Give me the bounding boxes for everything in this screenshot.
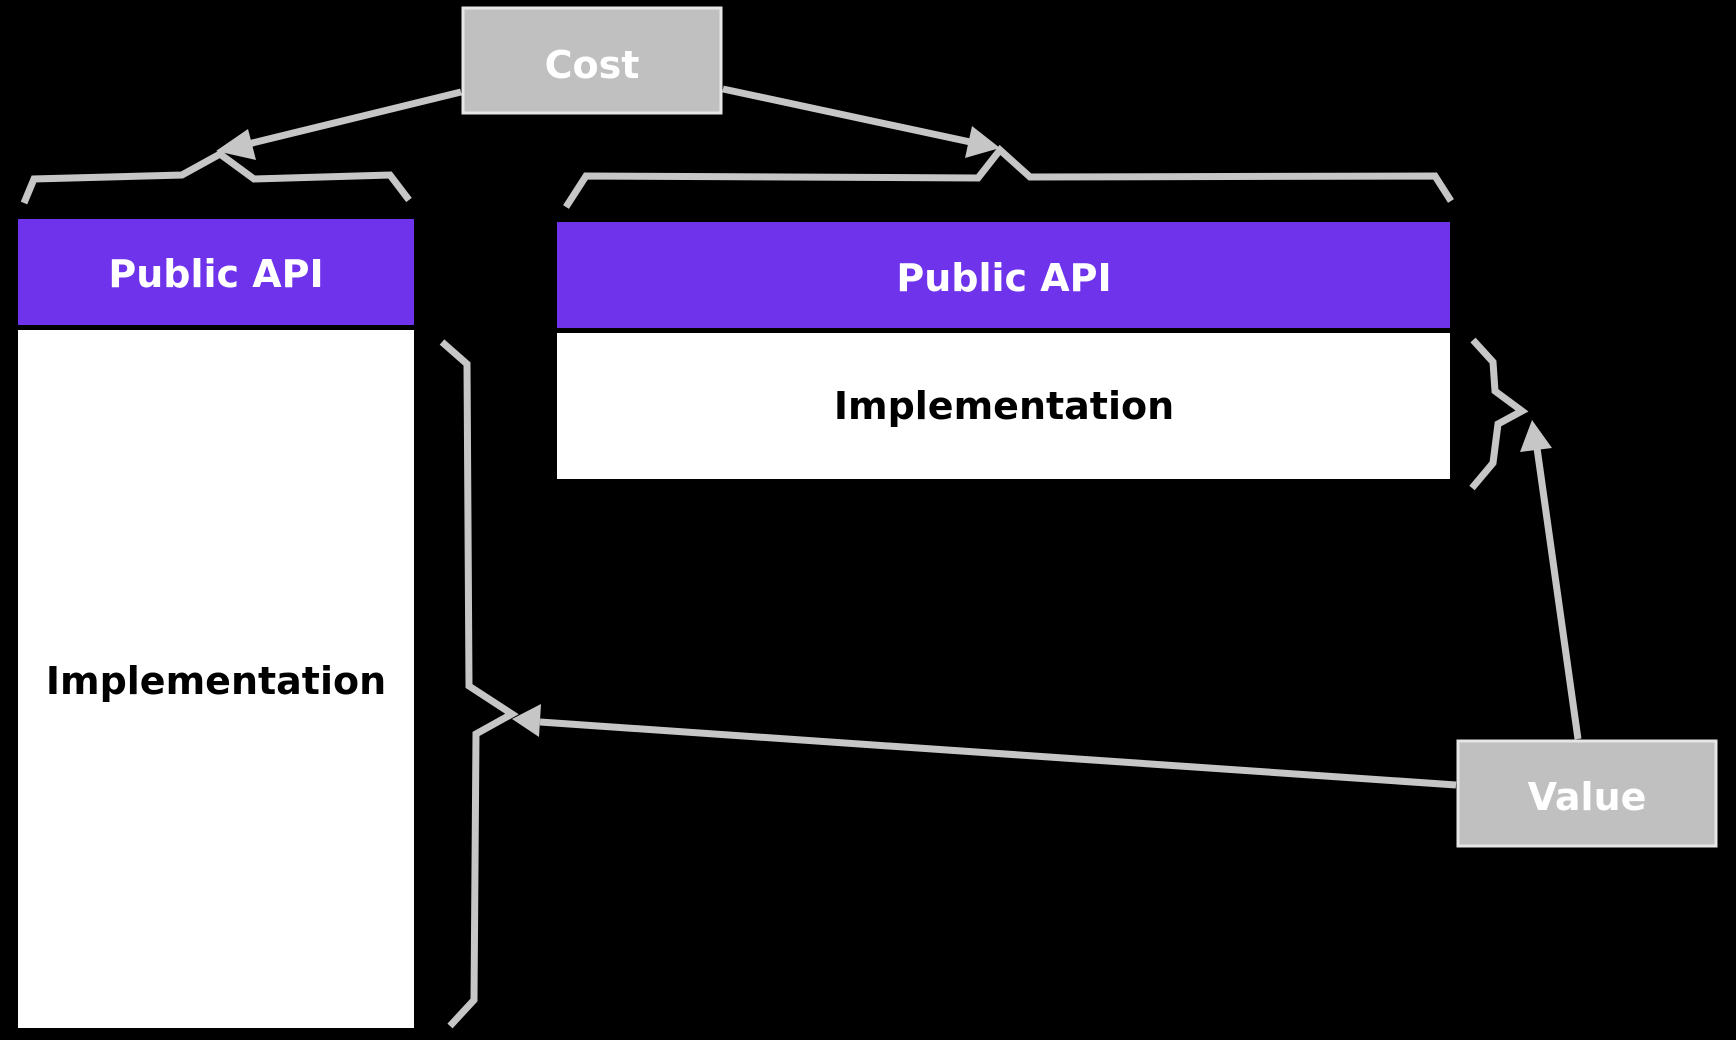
cost-box — [461, 6, 723, 115]
right-implementation-label: Implementation — [834, 384, 1174, 428]
value-to-left-implementation-arrow-line — [539, 718, 1457, 789]
left-public-api-block — [18, 219, 414, 325]
right-implementation-block — [557, 333, 1450, 479]
right-api-brace — [563, 144, 1454, 209]
right-stack: Public API Implementation — [557, 222, 1450, 479]
left-implementation-block — [18, 330, 414, 1028]
right-public-api-label: Public API — [896, 256, 1111, 300]
right-implementation-brace — [1469, 337, 1529, 491]
value-node: Value — [1456, 739, 1718, 848]
left-implementation-brace — [439, 339, 519, 1029]
left-api-brace — [20, 149, 412, 205]
right-public-api-block — [557, 222, 1450, 328]
left-stack: Public API Implementation — [18, 219, 414, 1028]
cost-to-left-api-arrow-line — [239, 88, 462, 150]
cost-to-right-api-arrowhead — [965, 126, 1000, 158]
value-label: Value — [1528, 775, 1647, 819]
value-to-left-implementation-arrowhead — [512, 704, 541, 737]
cost-to-right-api-arrow-line — [722, 85, 976, 147]
cost-node: Cost — [461, 6, 723, 115]
cost-to-left-api-arrowhead — [216, 129, 256, 160]
cost-label: Cost — [545, 43, 640, 87]
left-public-api-label: Public API — [108, 252, 323, 296]
left-implementation-label: Implementation — [46, 659, 386, 703]
value-to-right-implementation-arrowhead — [1520, 420, 1552, 452]
value-box — [1456, 739, 1718, 848]
value-to-right-implementation-arrow-line — [1533, 447, 1582, 740]
